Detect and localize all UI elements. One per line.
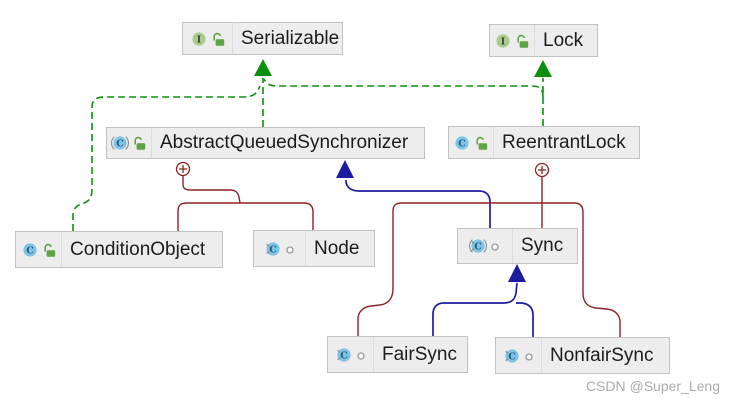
svg-text:C: C <box>508 351 516 362</box>
node-icon-cell: C <box>496 338 542 373</box>
edge-sync-extends-aqs <box>345 180 491 228</box>
static-class-icon: C <box>504 348 519 363</box>
interface-icon: I <box>496 33 510 48</box>
edge-reentrantlock-implements-serializable <box>263 78 544 98</box>
class-node-fairsync[interactable]: C FairSync <box>327 336 468 373</box>
edge-aqs-innerclass-rail <box>177 202 314 231</box>
edge-nonfairsync-extends-sync <box>516 302 534 337</box>
svg-text:I: I <box>501 36 506 47</box>
static-class-icon: C <box>336 347 351 362</box>
package-private-icon <box>524 352 533 361</box>
edge-aqs-innerclass-stem <box>182 176 241 204</box>
node-label: Serializable <box>241 27 340 49</box>
node-label: Sync <box>521 235 564 256</box>
class-node-reentrant-lock[interactable]: C ReentrantLock <box>448 126 640 159</box>
class-node-abstract-queued-synchronizer[interactable]: C AbstractQueuedSynchronizer <box>106 127 425 159</box>
package-private-icon <box>285 245 294 254</box>
public-open-lock-icon <box>476 136 488 150</box>
class-node-serializable[interactable]: I Serializable <box>182 22 343 55</box>
node-label: ReentrantLock <box>502 131 626 153</box>
node-label: ConditionObject <box>70 238 206 260</box>
aqs-innerclass-anchor <box>175 161 191 177</box>
node-icon-cell: C <box>16 232 62 267</box>
node-icon-cell: C <box>458 229 513 263</box>
node-label: Node <box>314 237 360 259</box>
reentrantlock-innerclass-anchor <box>534 162 550 178</box>
public-open-lock-icon <box>517 34 529 48</box>
svg-text:C: C <box>26 245 34 256</box>
svg-text:C: C <box>474 241 482 252</box>
aqs-extends-arrow <box>336 160 354 178</box>
node-label: AbstractQueuedSynchronizer <box>160 132 409 153</box>
class-icon: C <box>455 135 469 150</box>
edge-conditionobject-implements-serializable <box>72 85 261 231</box>
watermark-text: CSDN @Super_Leng <box>585 378 720 394</box>
svg-text:C: C <box>269 244 277 255</box>
node-icon-cell: C <box>328 337 374 372</box>
public-open-lock-icon <box>134 136 146 150</box>
sync-extends-arrow <box>508 264 526 282</box>
node-icon-cell: I <box>183 23 233 54</box>
static-class-icon: C <box>265 241 280 256</box>
serializable-realization-arrow <box>254 59 272 76</box>
svg-text:I: I <box>196 34 201 45</box>
edge-fairsync-extends-sync <box>432 282 518 336</box>
class-node-sync[interactable]: C Sync <box>457 228 578 264</box>
package-private-icon <box>491 243 499 251</box>
edge-reentrantlock-innerclass-rail <box>392 202 584 293</box>
lock-realization-arrow <box>534 60 552 77</box>
node-icon-cell: C <box>107 128 152 158</box>
interface-icon: I <box>191 31 206 46</box>
public-open-lock-icon <box>43 243 55 257</box>
svg-text:C: C <box>458 138 466 149</box>
svg-text:C: C <box>116 138 124 149</box>
node-label: Lock <box>543 29 584 51</box>
edge-reentrantlock-innerclass-fairsync-drop <box>357 287 394 336</box>
node-icon-cell: C <box>449 127 494 158</box>
abstract-static-class-icon: C <box>469 239 487 253</box>
public-open-lock-icon <box>212 32 224 46</box>
node-label: FairSync <box>382 343 457 365</box>
node-label: NonfairSync <box>550 344 654 366</box>
class-node-lock[interactable]: I Lock <box>489 24 598 57</box>
edge-reentrantlock-innerclass-nonfairsync-drop <box>582 292 621 337</box>
package-private-icon <box>356 351 365 360</box>
class-node-nonfairsync[interactable]: C NonfairSync <box>495 337 670 374</box>
abstract-class-icon: C <box>111 136 129 150</box>
class-node-condition-object[interactable]: C ConditionObject <box>15 231 223 268</box>
svg-text:C: C <box>340 350 348 361</box>
class-icon: C <box>22 242 37 257</box>
class-node-node[interactable]: C Node <box>253 230 375 267</box>
node-icon-cell: I <box>490 25 535 56</box>
node-icon-cell: C <box>254 231 306 266</box>
